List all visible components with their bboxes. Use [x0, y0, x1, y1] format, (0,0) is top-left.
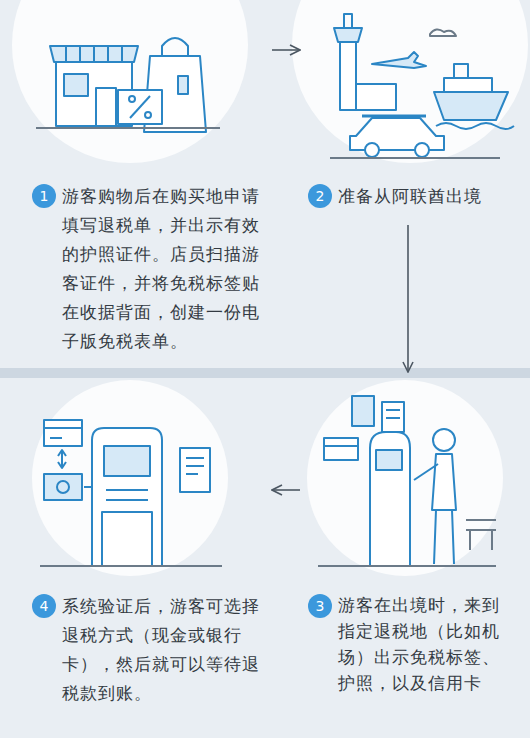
shop-illustration-part: [96, 88, 116, 126]
kiosk-illustration-part: [307, 380, 503, 576]
step-number: 4: [32, 594, 56, 618]
flow-arrow: [272, 49, 300, 51]
step-box: 1游客购物后在购买地申请填写退税单，并出示有效的护照证件。店员扫描游客证件，并将…: [20, 0, 272, 370]
shop-illustration-part: [118, 90, 162, 124]
step-content: 4系统验证后，游客可选择退税方式（现金或银行卡），然后就可以等待退税款到账。: [32, 592, 268, 708]
kiosk-illustration-part: [382, 402, 404, 432]
step-box: 3游客在出境时，来到指定退税地（比如机场）出示免税标签、护照，以及信用卡: [300, 372, 515, 710]
atm-illustration-part: [102, 512, 152, 566]
shop-illustration-part: [130, 96, 150, 118]
atm-illustration-part: [32, 380, 228, 576]
shop-illustration-part: [129, 96, 135, 102]
atm-illustration-part: [40, 565, 222, 567]
shop-illustration-part: [162, 38, 188, 56]
step-box: 2准备从阿联酋出境: [300, 0, 515, 225]
shop-illustration-part: [12, 0, 248, 163]
travel-illustration-part: [372, 52, 426, 68]
step-content: 3游客在出境时，来到指定退税地（比如机场）出示免税标签、护照，以及信用卡: [308, 592, 511, 696]
travel-illustration-part: [344, 14, 352, 28]
travel-illustration-part: [350, 118, 444, 150]
atm-illustration-part: [180, 448, 210, 492]
atm-illustration-part: [57, 481, 69, 493]
kiosk-illustration-part: [434, 510, 454, 564]
step-text: 系统验证后，游客可选择退税方式（现金或银行卡），然后就可以等待退税款到账。: [62, 592, 268, 708]
travel-illustration-part: [330, 157, 500, 159]
travel-illustration-part: [362, 115, 426, 118]
atm-illustration-part: [186, 458, 204, 474]
travel-illustration-part: [365, 143, 379, 157]
step-number: 1: [32, 184, 56, 208]
atm-illustration-part: [44, 428, 82, 438]
shop-illustration-part: [36, 127, 220, 129]
atm-illustration-part: [92, 428, 162, 566]
atm-illustration: [32, 380, 228, 576]
atm-illustration-part: [104, 446, 150, 476]
atm-illustration-part: [58, 450, 66, 468]
shop-illustration-part: [66, 46, 122, 62]
travel-illustration-part: [436, 123, 514, 129]
step-text: 游客购物后在购买地申请填写退税单，并出示有效的护照证件。店员扫描游客证件，并将免…: [62, 182, 268, 356]
step-box: 4系统验证后，游客可选择退税方式（现金或银行卡），然后就可以等待退税款到账。: [20, 372, 272, 722]
travel-illustration-part: [356, 84, 396, 110]
atm-illustration-part: [44, 474, 82, 500]
step-content: 1游客购物后在购买地申请填写退税单，并出示有效的护照证件。店员扫描游客证件，并将…: [32, 182, 268, 356]
atm-illustration-part: [106, 490, 148, 500]
kiosk-illustration-part: [432, 454, 456, 510]
travel-illustration-part: [434, 92, 508, 120]
kiosk-illustration-part: [324, 438, 358, 460]
travel-illustration-part: [454, 64, 468, 78]
travel-illustration-part: [334, 28, 362, 42]
kiosk-illustration-part: [370, 432, 410, 566]
kiosk-illustration-part: [318, 565, 496, 567]
shop-illustration-part: [50, 46, 138, 62]
atm-illustration-part: [84, 486, 92, 488]
kiosk-illustration-part: [324, 445, 358, 447]
flow-arrow: [272, 489, 300, 491]
kiosk-illustration-part: [386, 410, 400, 418]
step-content: 2准备从阿联酋出境: [308, 182, 511, 211]
travel-illustration: [292, 0, 528, 163]
step-text: 准备从阿联酋出境: [338, 182, 511, 211]
kiosk-illustration-part: [376, 450, 402, 470]
step-number: 2: [308, 184, 332, 208]
kiosk-illustration: [307, 380, 503, 576]
travel-illustration-part: [415, 143, 429, 157]
travel-illustration-part: [340, 42, 356, 110]
step-number: 3: [308, 594, 332, 618]
shop-illustration-part: [145, 112, 151, 118]
flow-arrow: [407, 225, 409, 372]
travel-illustration-part: [430, 29, 456, 36]
kiosk-illustration-part: [466, 520, 496, 550]
shop-illustration-part: [64, 74, 88, 96]
kiosk-illustration-part: [414, 464, 438, 480]
travel-illustration-part: [292, 0, 528, 163]
atm-illustration-part: [44, 420, 82, 446]
kiosk-illustration-part: [352, 396, 374, 426]
step-text: 游客在出境时，来到指定退税地（比如机场）出示免税标签、护照，以及信用卡: [338, 592, 511, 696]
shop-illustration: [12, 0, 248, 163]
shop-illustration-part: [178, 76, 188, 94]
travel-illustration-part: [444, 78, 492, 92]
kiosk-illustration-part: [433, 429, 455, 451]
